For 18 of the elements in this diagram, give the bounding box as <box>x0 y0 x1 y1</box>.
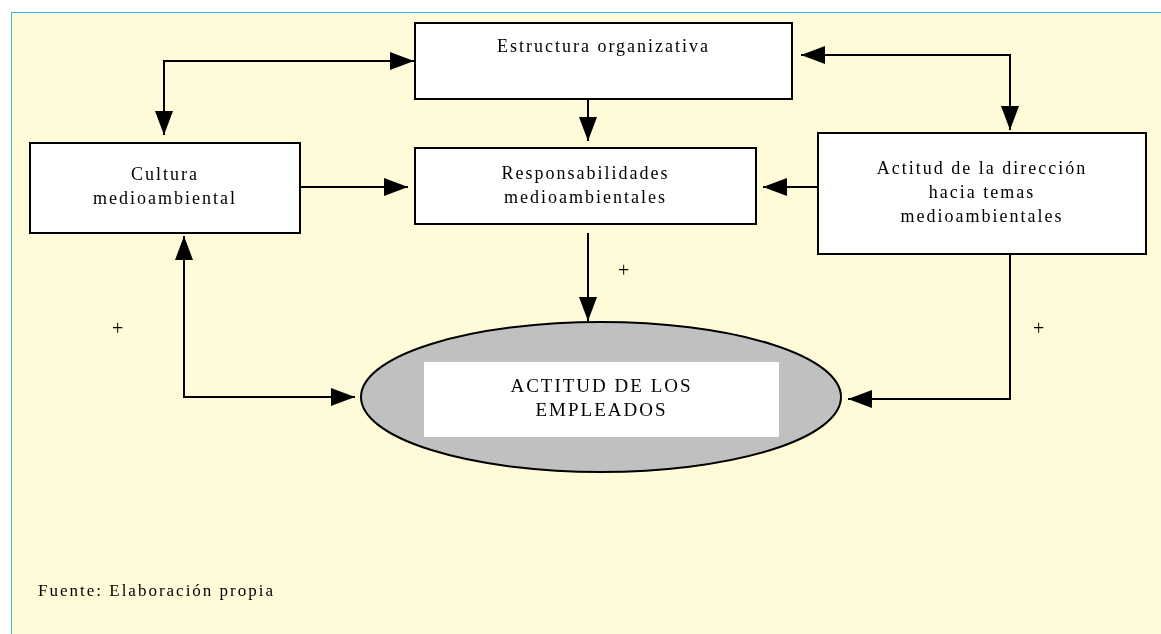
plus-sign: + <box>1033 316 1045 340</box>
arrow <box>175 235 356 406</box>
arrow <box>155 52 415 136</box>
plus-sign: + <box>618 258 630 282</box>
node-label: ACTITUD DE LOS EMPLEADOS <box>424 362 779 437</box>
process-box: Responsabilidades medioambientales <box>414 147 757 225</box>
plus-sign: + <box>112 316 124 340</box>
process-box: Actitud de la dirección hacia temas medioambientales <box>817 132 1147 255</box>
arrow <box>762 178 818 196</box>
arrow <box>800 46 1019 131</box>
process-box: Cultura medioambiental <box>29 142 301 234</box>
arrow <box>300 178 409 196</box>
arrow <box>579 99 597 142</box>
process-box: Estructura organizativa <box>414 22 793 100</box>
arrow <box>847 254 1011 408</box>
caption: Fuente: Elaboración propia <box>38 580 276 602</box>
arrow <box>579 232 597 322</box>
ellipse-node <box>360 321 842 473</box>
